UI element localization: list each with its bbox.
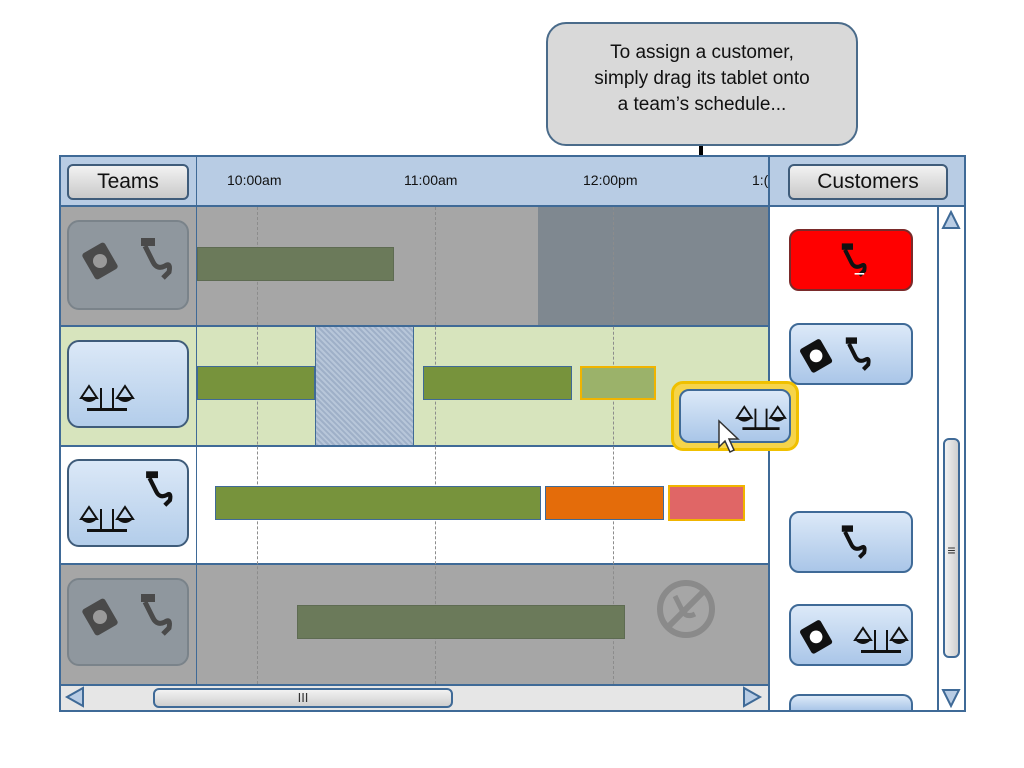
money-icon bbox=[82, 242, 118, 280]
customer-tile[interactable] bbox=[789, 511, 913, 573]
vertical-scroll-thumb[interactable]: ≡ bbox=[943, 438, 960, 658]
money-icon bbox=[800, 339, 833, 373]
teams-column-separator bbox=[196, 157, 197, 684]
team-tile-3[interactable] bbox=[67, 459, 189, 547]
task-bar bbox=[297, 605, 625, 639]
gridline-11am bbox=[435, 207, 436, 684]
callout-line-2: simply drag its tablet onto bbox=[594, 68, 810, 89]
task-bar-highlighted[interactable] bbox=[668, 485, 745, 521]
team-tile-4 bbox=[67, 578, 189, 666]
customer-tile[interactable] bbox=[789, 323, 913, 385]
drop-target-bar[interactable] bbox=[580, 366, 656, 400]
vacuum-icon bbox=[845, 337, 871, 371]
task-bar bbox=[197, 247, 394, 281]
money-icon bbox=[800, 620, 833, 654]
time-label-12pm: 12:00pm bbox=[583, 172, 638, 188]
dragged-customer-tablet[interactable] bbox=[671, 381, 799, 451]
callout-line-1: To assign a customer, bbox=[610, 42, 794, 63]
vacuum-icon bbox=[141, 594, 172, 636]
vacuum-icon bbox=[141, 238, 172, 280]
customer-tile-urgent[interactable] bbox=[789, 229, 913, 291]
scroll-left-arrow-icon[interactable] bbox=[63, 686, 87, 708]
gridline-10am bbox=[257, 207, 258, 684]
scales-icon bbox=[735, 405, 787, 430]
scales-icon bbox=[853, 626, 909, 653]
dragged-tablet-inner bbox=[679, 389, 791, 443]
scroll-right-arrow-icon[interactable] bbox=[740, 686, 764, 708]
cursor-icon bbox=[718, 419, 740, 454]
scales-icon bbox=[79, 384, 135, 411]
time-label-1pm: 1:( bbox=[752, 172, 768, 188]
customers-button[interactable]: Customers bbox=[788, 164, 948, 200]
unavailable-block bbox=[538, 207, 768, 325]
time-label-10am: 10:00am bbox=[227, 172, 282, 188]
task-bar[interactable] bbox=[423, 366, 572, 400]
team-tile-1 bbox=[67, 220, 189, 310]
scroll-down-arrow-icon[interactable] bbox=[941, 686, 961, 708]
scroll-up-arrow-icon[interactable] bbox=[941, 210, 961, 232]
callout-line-3: a team’s schedule... bbox=[617, 94, 787, 115]
horizontal-scroll-thumb[interactable]: III bbox=[153, 688, 453, 708]
instruction-callout: To assign a customer, simply drag its ta… bbox=[546, 22, 858, 146]
vacuum-icon bbox=[841, 525, 867, 559]
task-bar[interactable] bbox=[215, 486, 541, 520]
vacuum-icon bbox=[841, 243, 867, 277]
team-tile-2[interactable] bbox=[67, 340, 189, 428]
task-bar[interactable] bbox=[545, 486, 664, 520]
no-vacuum-icon bbox=[657, 580, 715, 638]
vacuum-icon bbox=[146, 471, 173, 507]
customer-tile[interactable] bbox=[789, 604, 913, 666]
teams-button[interactable]: Teams bbox=[67, 164, 189, 200]
break-block bbox=[315, 327, 414, 445]
customer-tile-partial[interactable] bbox=[789, 694, 913, 710]
task-bar[interactable] bbox=[197, 366, 315, 400]
money-icon bbox=[82, 598, 118, 636]
scales-icon bbox=[79, 505, 135, 532]
time-label-11am: 11:00am bbox=[404, 172, 458, 188]
gridline-12pm bbox=[613, 207, 614, 684]
